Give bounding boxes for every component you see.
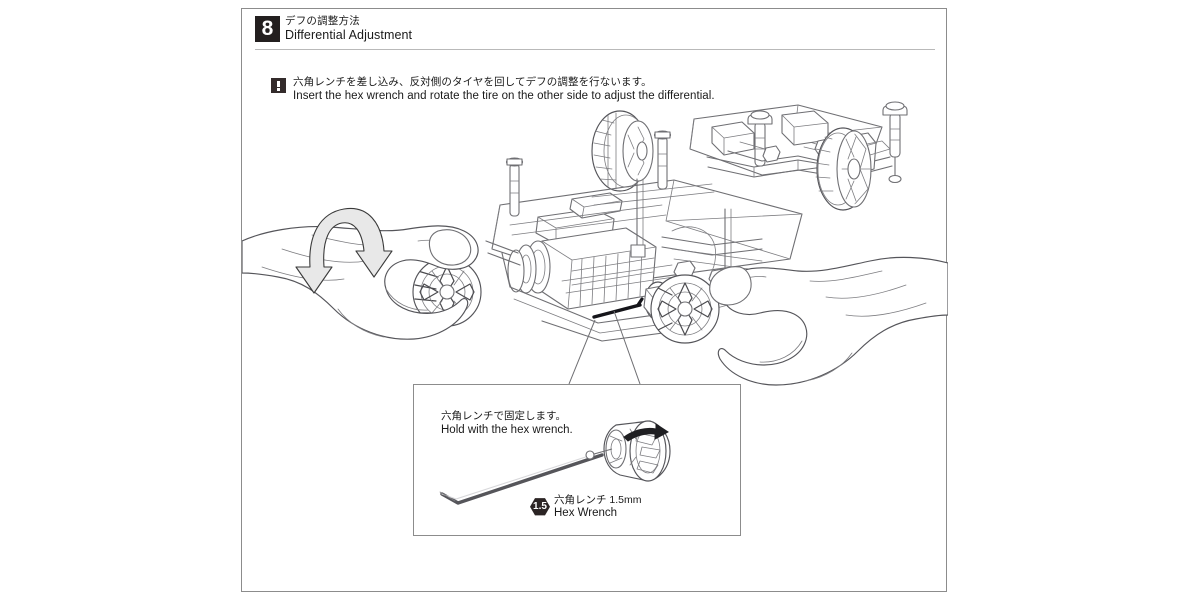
rear-damper-right [882,101,908,184]
callout-leader-lines [568,310,641,385]
instruction-text-en: Insert the hex wrench and rotate the tir… [293,90,715,102]
hand-right [709,256,948,386]
instruction-text: 六角レンチを差し込み、反対側のタイヤを回してデフの調整を行ないます。 Inser… [293,76,715,103]
wheel-front-left [591,110,654,192]
wrench-size-badge: 1.5 [530,498,550,516]
manual-page: 8 デフの調整方法 Differential Adjustment 六角レンチを… [241,8,948,592]
rear-suspension-assembly [689,101,908,184]
rear-damper-left [747,110,773,167]
instruction-text-jp: 六角レンチを差し込み、反対側のタイヤを回してデフの調整を行ないます。 [293,76,652,88]
hand-left [242,225,479,340]
callout-text: 六角レンチで固定します。 Hold with the hex wrench. [441,409,573,437]
wheel-rear-right [650,274,720,344]
inserted-hex-wrench [592,297,644,319]
wheel-front-right [814,127,872,211]
step-number-badge: 8 [255,16,280,42]
hex-wrench-label-text: 六角レンチ 1.5mm Hex Wrench [554,494,642,520]
page-title-en: Differential Adjustment [285,27,413,42]
body-post-center [653,130,672,190]
page-title-jp: デフの調整方法 [285,15,360,27]
hex-wrench-label-en: Hex Wrench [554,506,618,519]
warning-exclamation-icon [271,78,286,93]
step-title-block: デフの調整方法 Differential Adjustment [285,15,412,42]
wheel-rear-left [412,257,482,327]
chassis-main [485,130,803,342]
callout-box: 六角レンチで固定します。 Hold with the hex wrench. 1… [413,384,741,536]
rotation-double-arrow-icon [295,207,393,294]
hex-wrench-label-jp: 六角レンチ 1.5mm [554,494,642,506]
differential-housing [507,240,551,294]
callout-text-en: Hold with the hex wrench. [441,424,573,436]
differential-output-cup [643,281,672,321]
wrench-size-value: 1.5 [533,500,547,512]
callout-text-jp: 六角レンチで固定します。 [441,410,566,422]
instruction-row: 六角レンチを差し込み、反対側のタイヤを回してデフの調整を行ないます。 Inser… [271,76,715,103]
step-header: 8 デフの調整方法 Differential Adjustment [255,15,412,42]
body-post-left [505,157,524,217]
hex-wrench-label: 1.5 六角レンチ 1.5mm Hex Wrench [530,494,642,520]
header-divider [255,49,935,50]
